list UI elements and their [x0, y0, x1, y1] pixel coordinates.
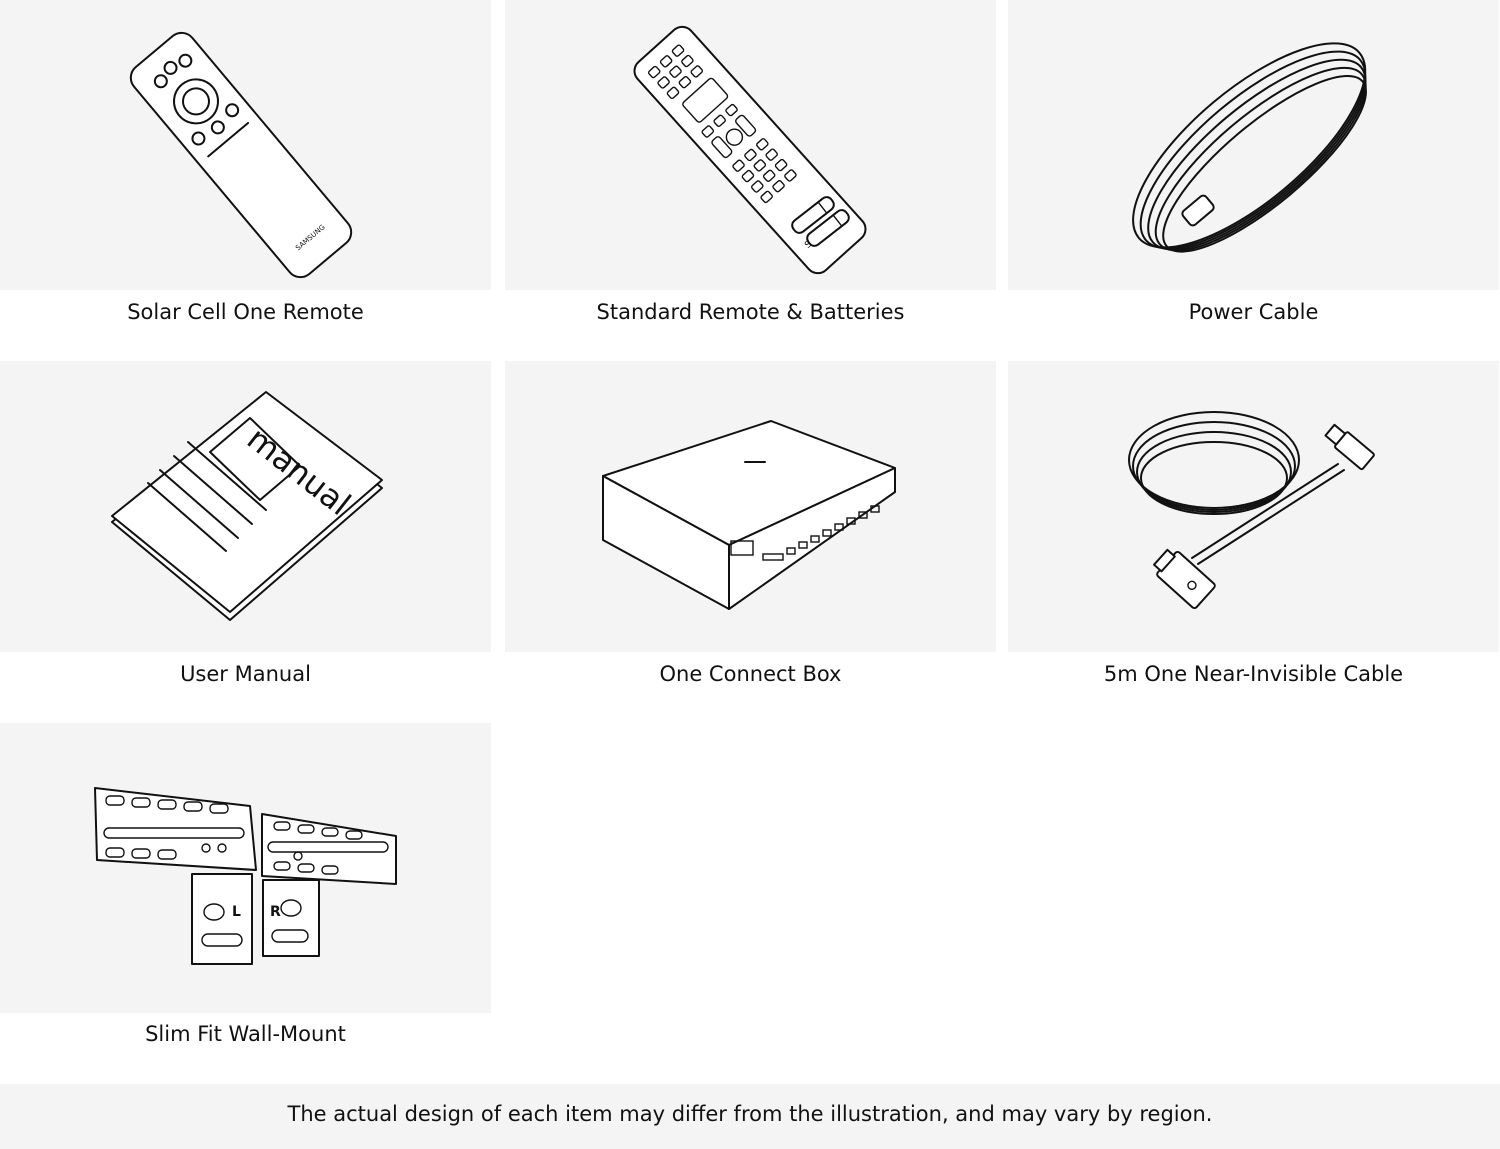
- caption-one-connect-box: One Connect Box: [659, 662, 842, 686]
- port-row: [762, 505, 880, 561]
- left-mark: L: [232, 904, 241, 920]
- standard-remote-icon: SAMSUNG: [633, 25, 867, 275]
- wall-mount-icon: L R: [94, 787, 397, 965]
- item-tile-power-cable: [1008, 0, 1499, 290]
- item-tile-near-invisible-cable: [1008, 361, 1499, 652]
- item-tile-user-manual: manual: [0, 361, 491, 652]
- near-invisible-cable-icon: [1128, 411, 1375, 610]
- footer-text: The actual design of each item may diffe…: [287, 1102, 1213, 1126]
- caption-power-cable: Power Cable: [1188, 300, 1319, 324]
- user-manual-icon: manual: [111, 391, 383, 621]
- power-cable-icon: [1132, 42, 1367, 253]
- item-tile-solar-remote: SAMSUNG: [0, 0, 491, 290]
- item-tile-one-connect-box: [505, 361, 996, 652]
- item-tile-wall-mount: L R: [0, 723, 491, 1013]
- caption-user-manual: User Manual: [180, 662, 311, 686]
- right-mark: R: [270, 904, 281, 920]
- caption-standard-remote: Standard Remote & Batteries: [596, 300, 905, 324]
- footer-disclaimer: The actual design of each item may diffe…: [0, 1084, 1500, 1149]
- one-connect-box-icon: [602, 420, 896, 610]
- item-tile-standard-remote: SAMSUNG: [505, 0, 996, 290]
- solar-remote-icon: SAMSUNG: [129, 31, 353, 279]
- caption-wall-mount: Slim Fit Wall-Mount: [145, 1022, 346, 1046]
- caption-solar-remote: Solar Cell One Remote: [127, 300, 364, 324]
- battery-icon: [791, 196, 850, 247]
- caption-near-invisible-cable: 5m One Near-Invisible Cable: [1103, 662, 1404, 686]
